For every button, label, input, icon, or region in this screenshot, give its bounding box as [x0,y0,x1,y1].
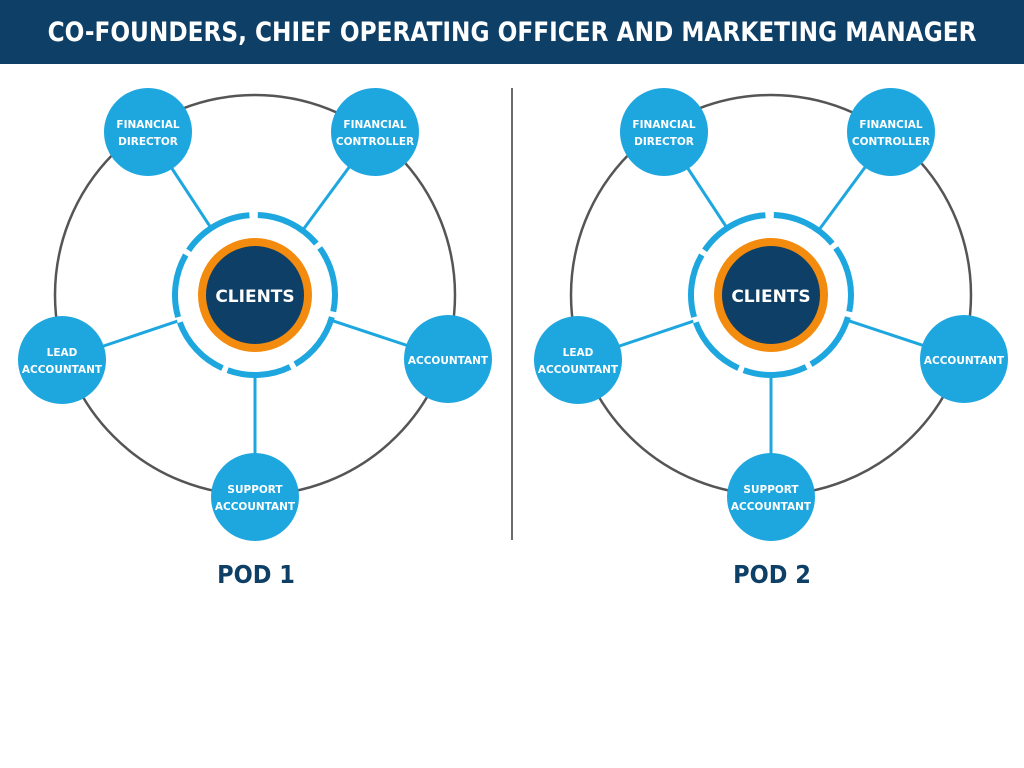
role-label: FINANCIAL [632,119,696,131]
role-label: DIRECTOR [118,136,178,148]
role-label: ACCOUNTANT [215,501,296,513]
header-title: CO-FOUNDERS, CHIEF OPERATING OFFICER AND… [47,16,977,48]
role-label: FINANCIAL [116,119,180,131]
inner-ring-segment [186,212,250,252]
pod-1-label: POD 1 [217,560,295,589]
role-node: ACCOUNTANT [404,315,492,403]
role-label: ACCOUNTANT [408,355,489,367]
role-label: ACCOUNTANT [924,355,1005,367]
role-circle [331,88,419,176]
inner-ring-segment [293,316,335,367]
inner-ring-segment [688,253,705,318]
role-node: ACCOUNTANT [920,315,1008,403]
clients-label: CLIENTS [731,287,810,307]
inner-ring-segment [693,321,740,371]
role-label: ACCOUNTANT [538,364,619,376]
inner-ring-segment [773,212,835,246]
role-label: SUPPORT [743,484,799,496]
role-node: FINANCIAL DIRECTOR [620,88,708,176]
role-node: FINANCIAL CONTROLLER [847,88,935,176]
role-node: SUPPORT ACCOUNTANT [727,453,815,541]
inner-ring-segment [833,246,854,313]
role-node: FINANCIAL CONTROLLER [331,88,419,176]
inner-ring-segment [742,364,808,378]
role-circle [920,315,1008,403]
role-label: FINANCIAL [859,119,923,131]
inner-ring-segment [809,316,851,367]
role-label: CONTROLLER [336,136,414,148]
clients-circle [722,246,820,344]
role-circle [211,453,299,541]
role-circle [18,316,106,404]
role-node: LEAD ACCOUNTANT [534,316,622,404]
header-banner: CO-FOUNDERS, CHIEF OPERATING OFFICER AND… [0,0,1024,64]
role-circle [620,88,708,176]
clients-label: CLIENTS [215,287,294,307]
role-label: LEAD [563,347,594,359]
inner-ring-segment [177,321,224,371]
role-label: ACCOUNTANT [731,501,812,513]
clients-circle [206,246,304,344]
role-label: ACCOUNTANT [22,364,103,376]
role-node: FINANCIAL DIRECTOR [104,88,192,176]
role-label: SUPPORT [227,484,283,496]
pod-divider [511,88,513,540]
pod-2-label: POD 2 [733,560,811,589]
role-circle [104,88,192,176]
role-circle [404,315,492,403]
inner-ring-segment [226,364,292,378]
role-label: CONTROLLER [852,136,930,148]
inner-ring-segment [702,212,766,252]
pod-2-diagram: CLIENTS FINANCIAL DIRECTOR FINANCIAL CONTROL… [534,88,1008,541]
role-label: DIRECTOR [634,136,694,148]
pod-1-diagram: CLIENTS FINANCIAL DIRECTOR FINANCIAL CONTROL… [18,88,492,541]
inner-ring-segment [172,253,189,318]
role-circle [727,453,815,541]
role-label: LEAD [47,347,78,359]
role-node: SUPPORT ACCOUNTANT [211,453,299,541]
role-node: LEAD ACCOUNTANT [18,316,106,404]
inner-ring-segment [317,246,338,313]
role-circle [534,316,622,404]
role-label: FINANCIAL [343,119,407,131]
role-circle [847,88,935,176]
inner-ring-segment [257,212,319,246]
